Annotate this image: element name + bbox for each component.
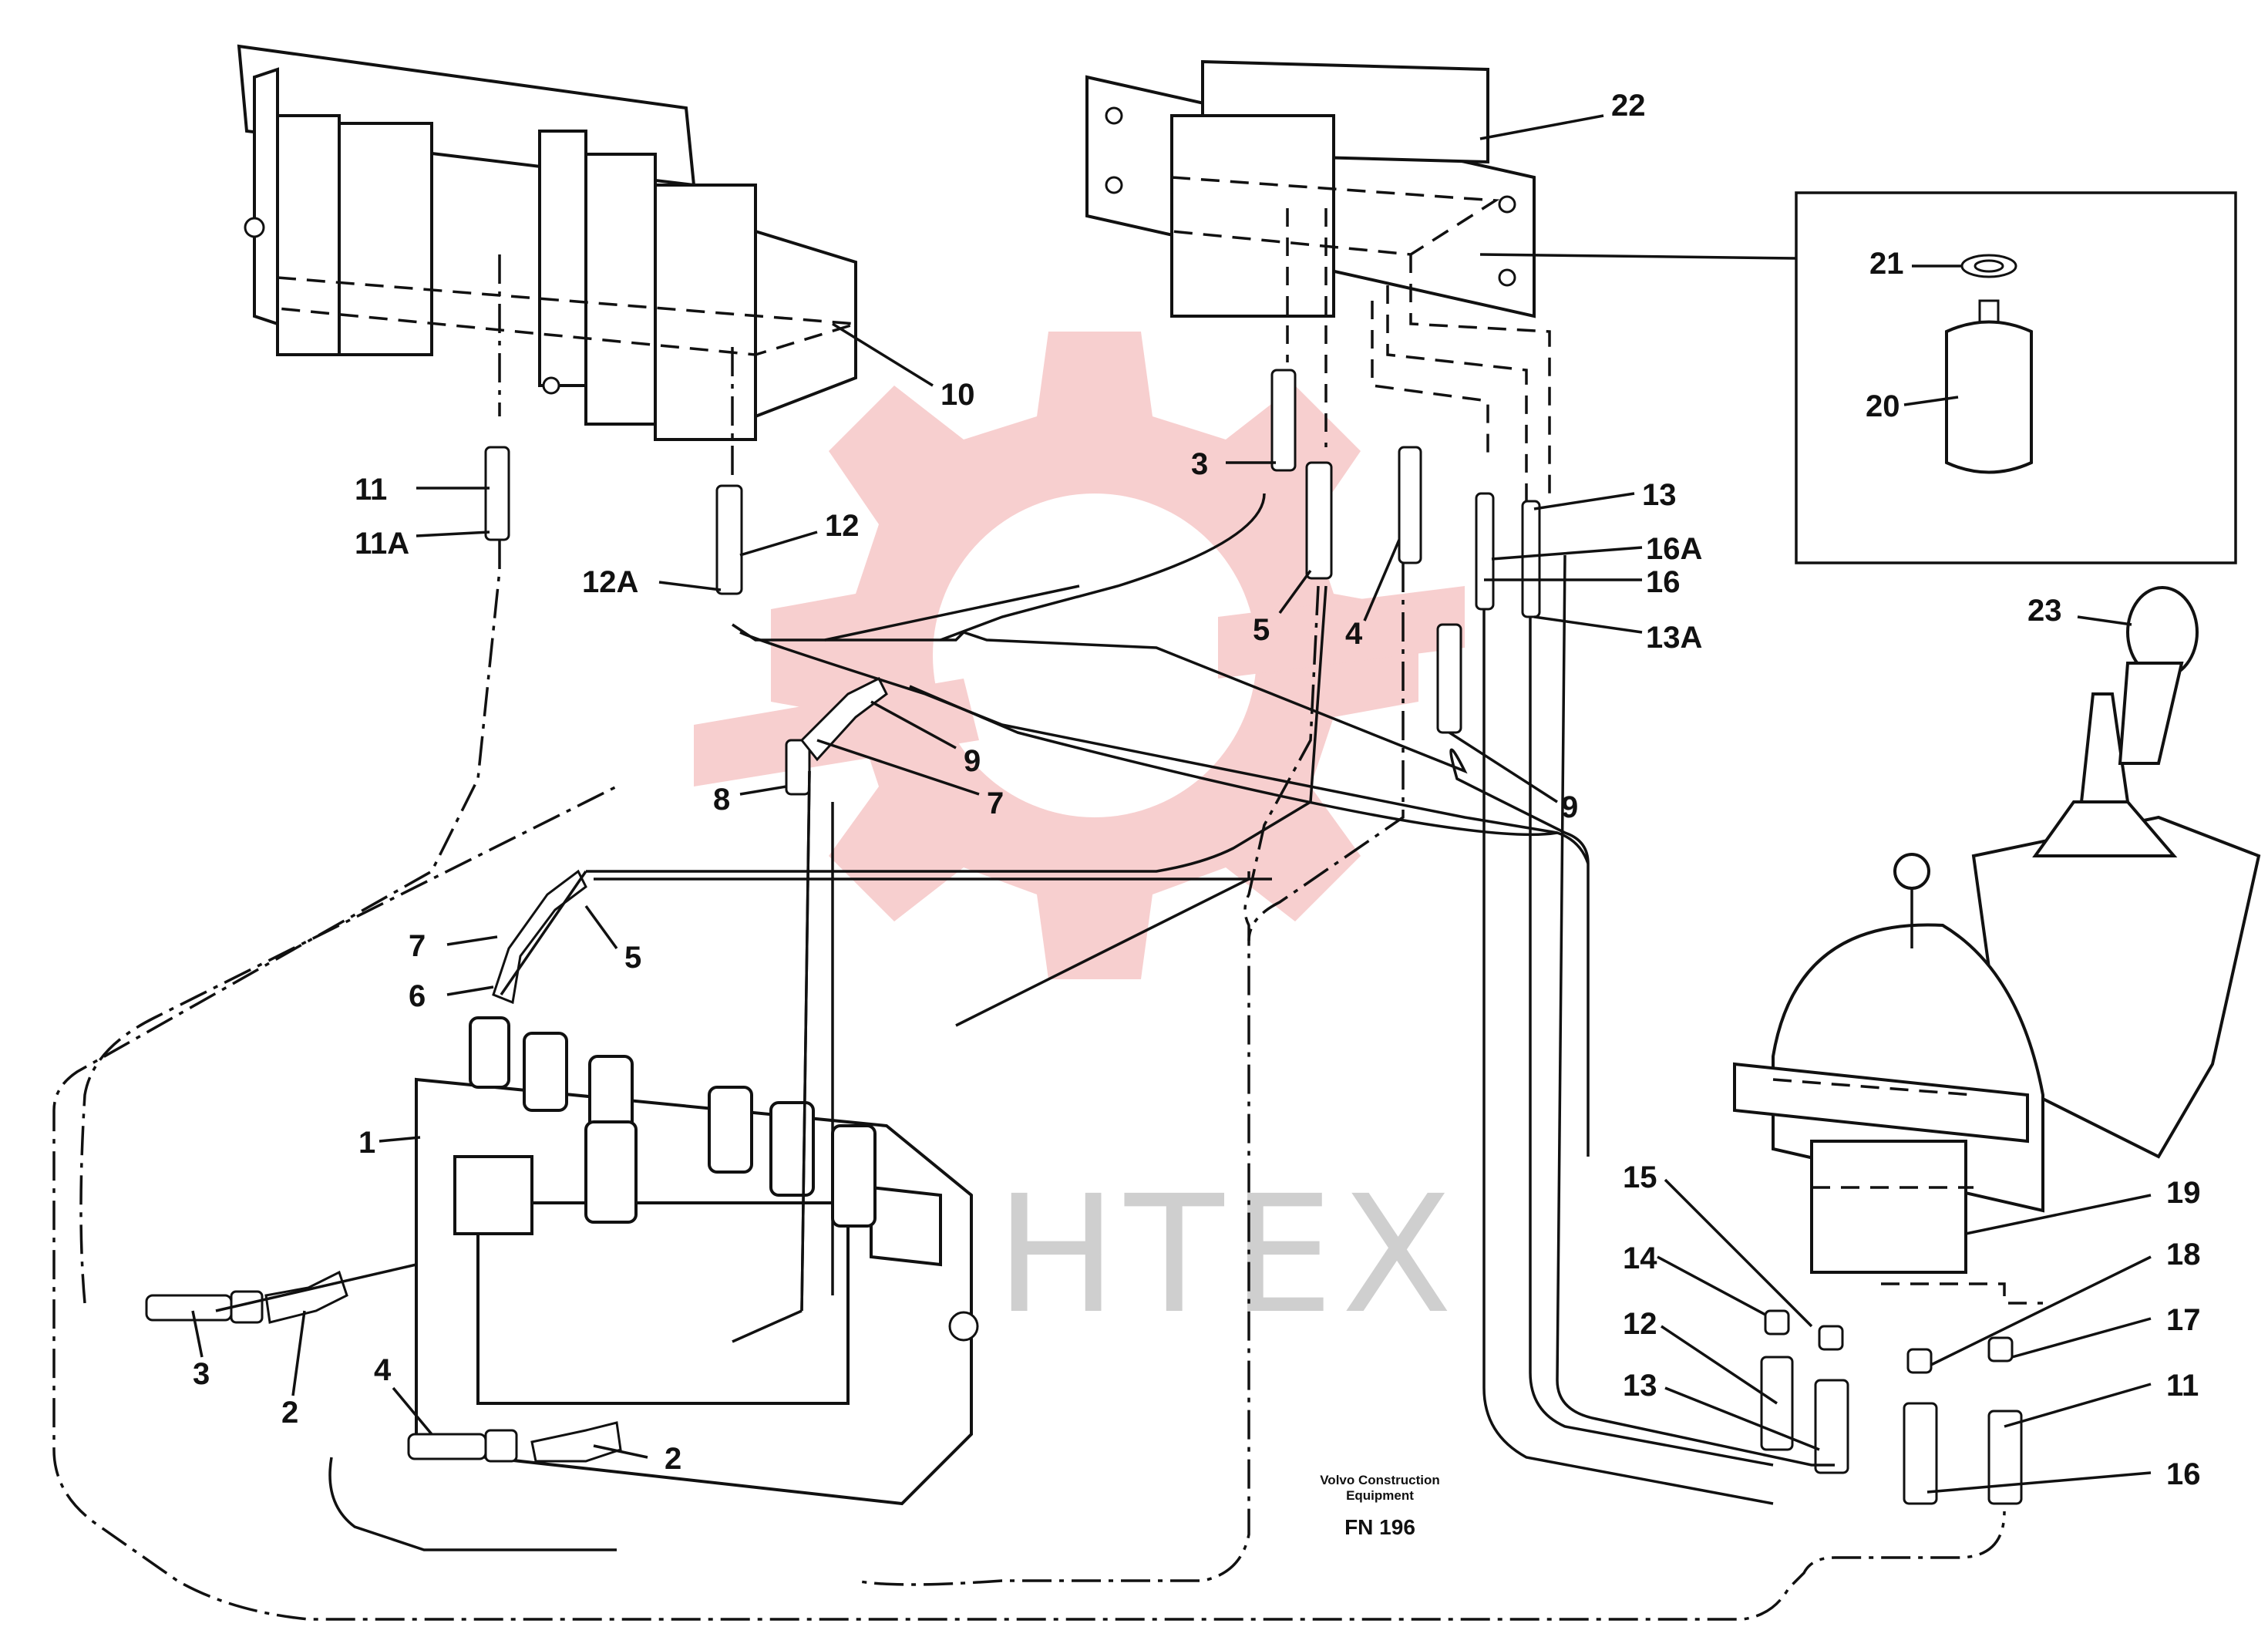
callout-1: 1 <box>358 1126 375 1160</box>
callout-12a: 12A <box>582 565 638 599</box>
callout-5-top: 5 <box>1253 613 1270 647</box>
callout-13a: 13A <box>1646 621 1702 655</box>
callout-16-low: 16 <box>2166 1457 2201 1491</box>
callout-3-top: 3 <box>1191 447 1208 481</box>
callout-7-low: 7 <box>409 929 426 963</box>
callout-13-top: 13 <box>1642 478 1677 512</box>
mounting-bracket-top-right <box>1085 59 1797 318</box>
callout-8: 8 <box>713 783 730 817</box>
callout-16a: 16A <box>1646 532 1702 566</box>
callout-5-low: 5 <box>624 941 641 975</box>
callout-21: 21 <box>1869 247 1904 281</box>
callout-9-mid: 9 <box>964 744 981 778</box>
callout-7-mid: 7 <box>987 787 1004 820</box>
footer-company-line1: Volvo Construction <box>1320 1473 1440 1487</box>
callout-18: 18 <box>2166 1238 2201 1272</box>
callout-12-low: 12 <box>1623 1307 1657 1341</box>
joystick-control-assembly <box>1733 586 2261 1305</box>
callout-20: 20 <box>1866 389 1900 423</box>
detail-inset-box <box>1795 191 2237 564</box>
callout-23: 23 <box>2027 594 2062 628</box>
footer-credit: Volvo Construction Equipment FN 196 <box>1320 1473 1440 1539</box>
callout-13-low: 13 <box>1623 1369 1657 1403</box>
callout-17: 17 <box>2166 1303 2201 1337</box>
callout-2-left: 2 <box>281 1396 298 1430</box>
callout-11-low: 11 <box>2166 1369 2199 1403</box>
callout-11-top: 11 <box>355 473 387 507</box>
callout-4-top: 4 <box>1345 617 1363 651</box>
callout-labels: 22 21 20 10 11 11A 12 12A 3 5 4 13 16A 1… <box>193 89 2201 1491</box>
callout-2-right: 2 <box>665 1442 681 1476</box>
callout-9-right: 9 <box>1561 790 1578 824</box>
footer-figure-code: FN 196 <box>1344 1515 1415 1539</box>
hose-fittings <box>145 369 2023 1505</box>
callout-11a: 11A <box>355 527 409 561</box>
footer-company-line2: Equipment <box>1346 1488 1414 1503</box>
callout-22: 22 <box>1611 89 1646 123</box>
hose-routing-lines <box>52 208 2006 1621</box>
callout-3-low: 3 <box>193 1357 210 1391</box>
callout-10: 10 <box>941 378 975 412</box>
callout-15: 15 <box>1623 1160 1657 1194</box>
callout-12-top: 12 <box>825 509 860 543</box>
callout-16-top: 16 <box>1646 565 1681 599</box>
callout-4-low: 4 <box>374 1353 392 1387</box>
leader-lines <box>191 114 2152 1494</box>
callout-6: 6 <box>409 979 426 1013</box>
control-valve-bank-top-left <box>237 44 857 478</box>
callout-19: 19 <box>2166 1176 2201 1210</box>
callout-14: 14 <box>1623 1241 1657 1275</box>
watermark-gear-logo <box>694 332 1465 979</box>
